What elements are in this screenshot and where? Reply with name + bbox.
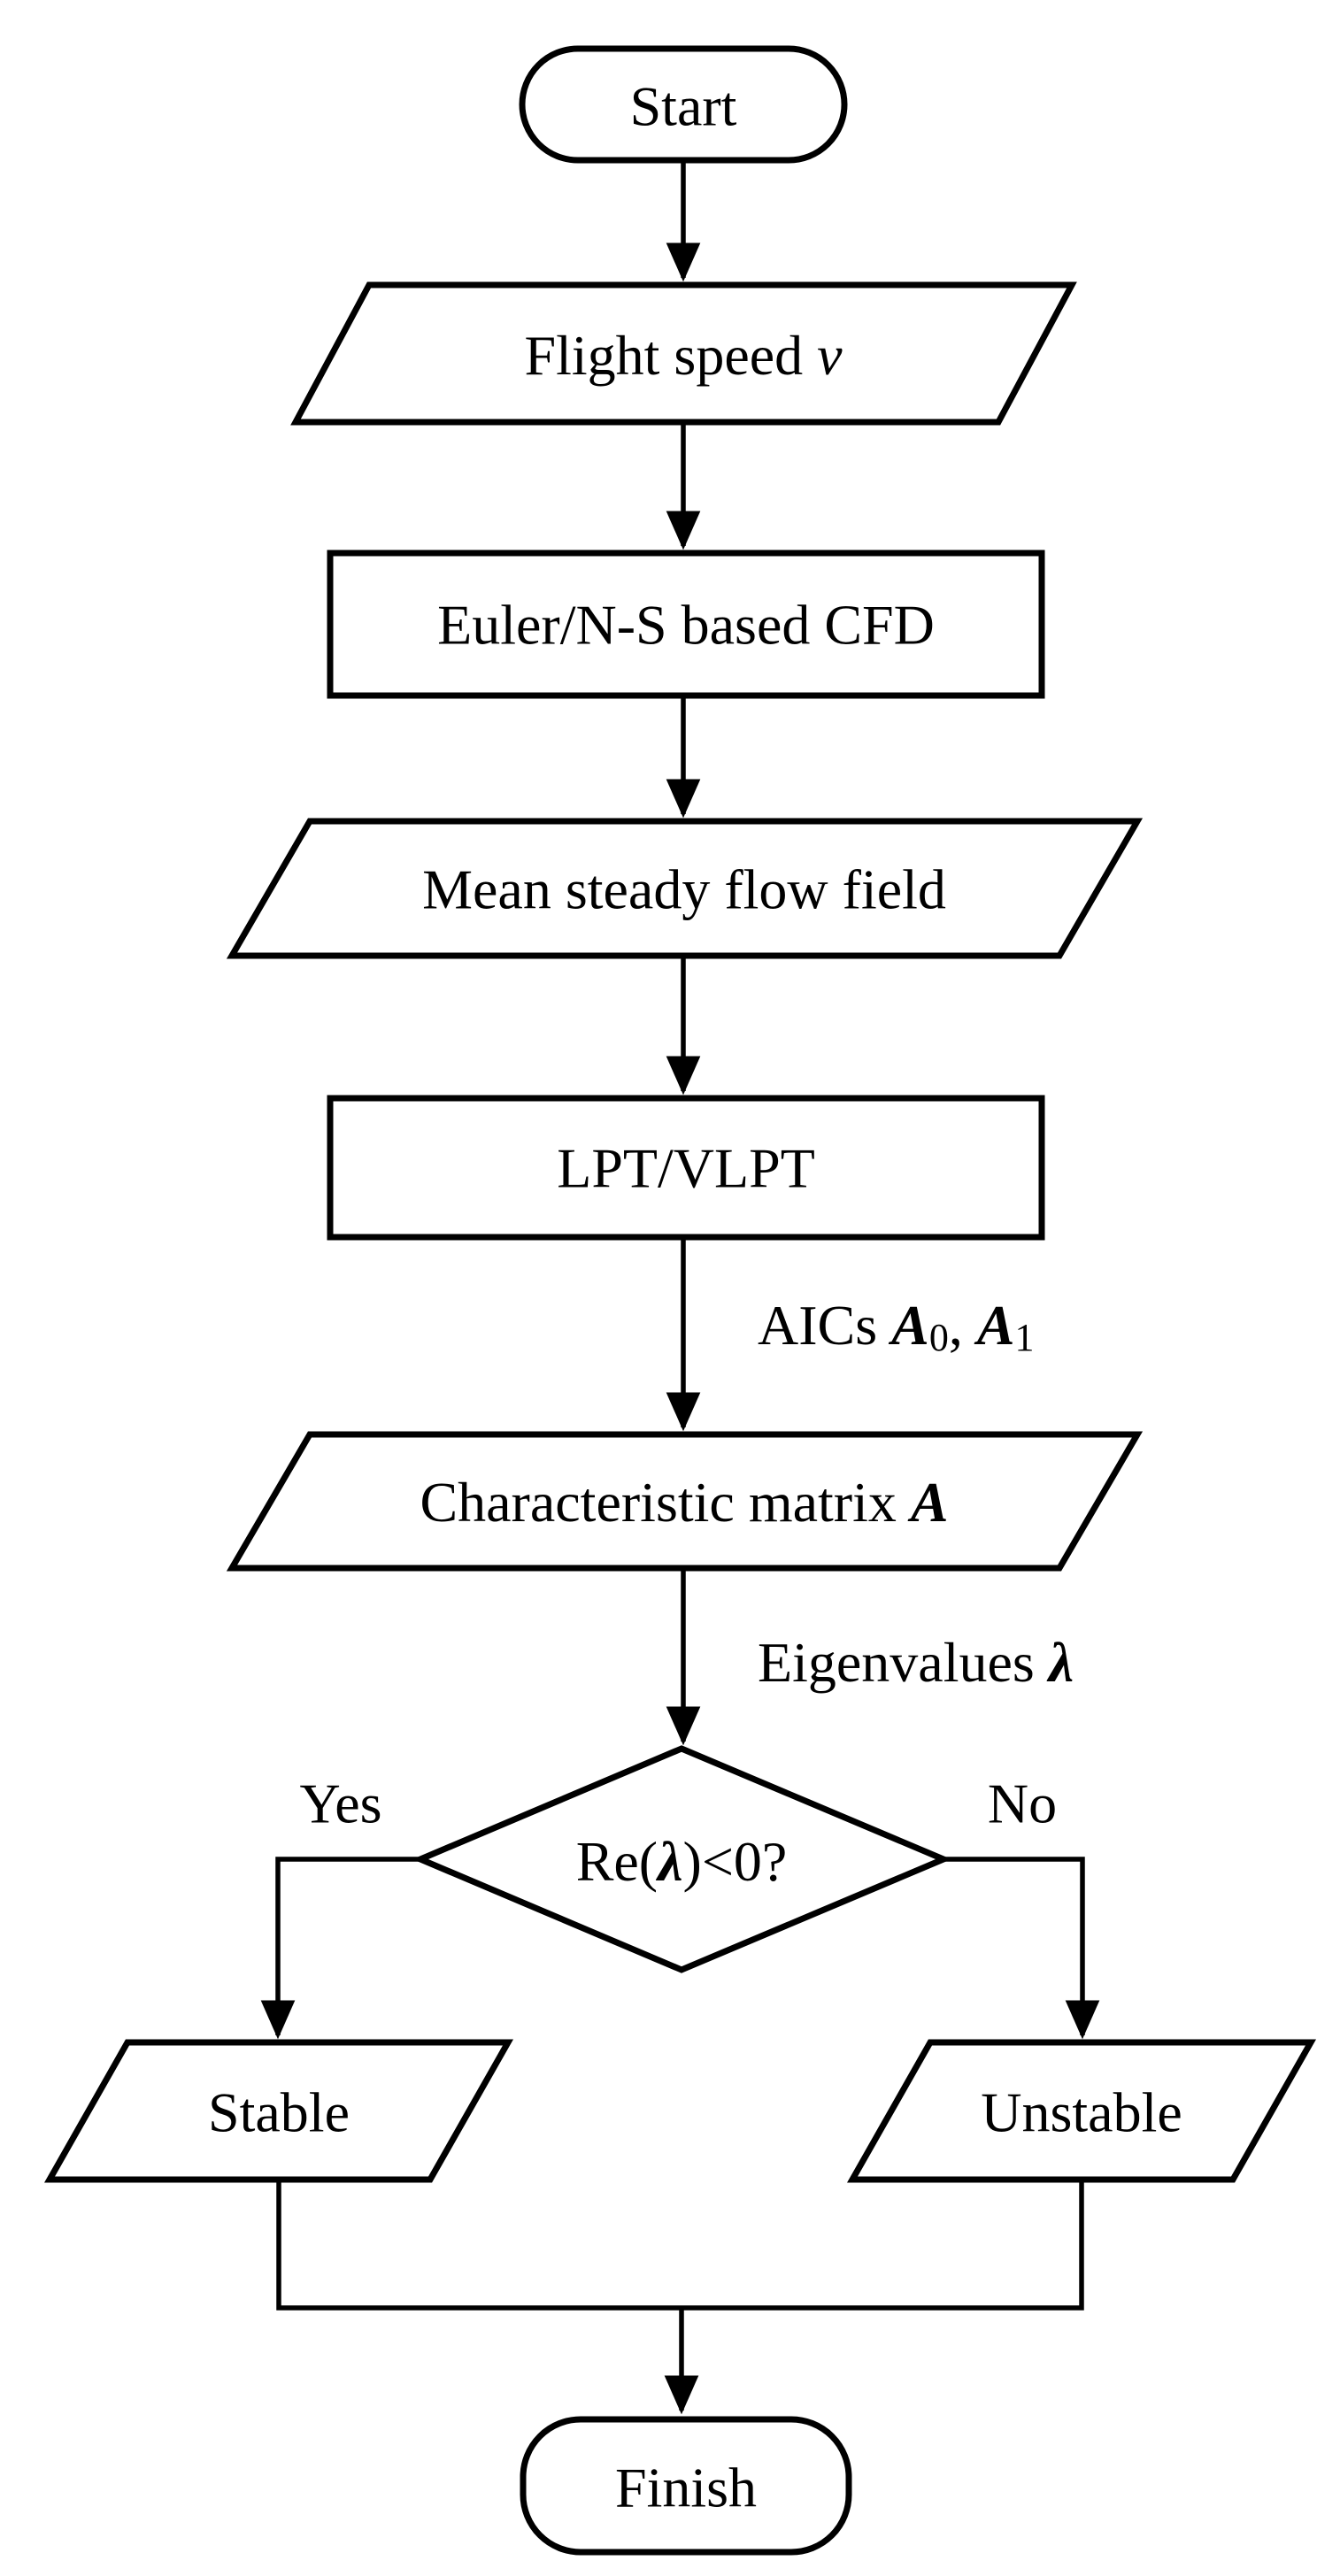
merge-connector [276,2180,1084,2311]
lpt-label: LPT/VLPT [557,1137,815,1200]
cfd-node: Euler/N-S based CFD [327,550,1045,699]
char-matrix-shape [226,1431,1144,1572]
decision-label: Re(λ)<0? [576,1830,788,1893]
stable-shape [43,2039,514,2183]
flight-speed-node: Flight speed v [290,281,1077,426]
start-node: Start [519,45,848,164]
flight-speed-shape [290,281,1077,426]
mean-flow-shape [226,818,1144,959]
unstable-shape [846,2039,1317,2183]
stable-label: Stable [208,2081,350,2144]
arrow-decision-to-stable [260,1857,420,2040]
cfd-shape [327,550,1045,699]
lpt-node: LPT/VLPT [327,1095,1045,1241]
mean-flow-node: Mean steady flow field [226,818,1144,959]
finish-shape [520,2416,852,2556]
char-matrix-node: Characteristic matrix A [226,1431,1144,1572]
eigenvalues-edge-label: Eigenvalues λ [758,1631,1074,1694]
flight-speed-label: Flight speed v [524,324,843,387]
stable-node: Stable [43,2039,514,2183]
unstable-label: Unstable [981,2081,1182,2144]
cfd-label: Euler/N-S based CFD [437,594,935,657]
lpt-shape [327,1095,1045,1241]
yes-branch-label: Yes [299,1772,381,1835]
mean-flow-label: Mean steady flow field [422,858,946,921]
arrow-decision-to-unstable [943,1857,1100,2040]
finish-node: Finish [520,2416,852,2556]
char-matrix-label: Characteristic matrix A [420,1471,948,1534]
no-branch-label: No [988,1772,1057,1835]
aics-edge-label: AICs A0, A1 [758,1294,1035,1359]
start-label: Start [630,75,737,138]
decision-shape [412,1745,951,1973]
decision-node: Re(λ)<0? [412,1745,951,1973]
finish-label: Finish [615,2457,757,2519]
unstable-node: Unstable [846,2039,1317,2183]
